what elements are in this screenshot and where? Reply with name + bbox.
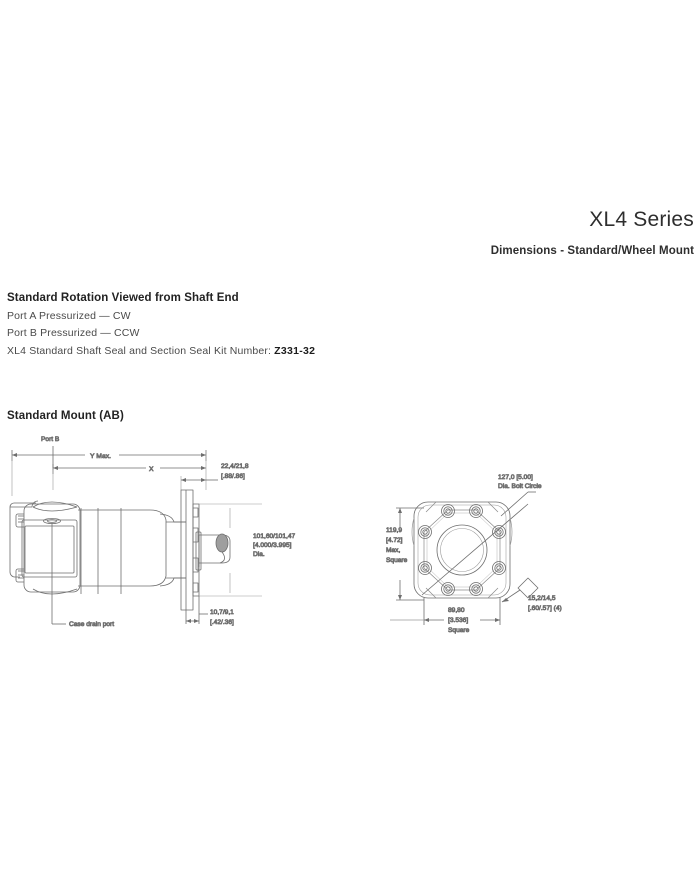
bolt-holes bbox=[418, 504, 506, 596]
flange-plate bbox=[413, 501, 511, 599]
square-inch: [3.536] bbox=[448, 617, 468, 624]
bolt-hole bbox=[492, 561, 506, 575]
bolt-hole bbox=[492, 525, 506, 539]
bolt-hole-metric: 15,2/14,5 bbox=[528, 595, 556, 602]
case-drain-label: Case drain port bbox=[69, 621, 114, 628]
square-max-note2: Square bbox=[386, 557, 408, 564]
pilot-dia-inch: [4.000/3.995] bbox=[253, 542, 292, 549]
bolt-hole bbox=[441, 504, 455, 518]
seal-kit-label: XL4 Standard Shaft Seal and Section Seal… bbox=[7, 344, 275, 357]
bolt-circle-note: Dia. Bolt Circle bbox=[498, 483, 542, 490]
dim-flange-thickness bbox=[181, 478, 218, 482]
pilot-dia-note: Dia. bbox=[253, 551, 265, 558]
rotation-line-port-a: Port A Pressurized — CW bbox=[7, 309, 131, 322]
dim-square bbox=[390, 598, 501, 625]
bolt-hole-inch: [.60/.57] (4) bbox=[528, 605, 562, 612]
x-label: X bbox=[149, 466, 154, 473]
dim-y-max bbox=[11, 449, 207, 461]
case-drain-leader bbox=[51, 523, 66, 625]
bolt-hole bbox=[418, 561, 432, 575]
bolt-hole-callout bbox=[501, 577, 539, 603]
square-max-note1: Max, bbox=[386, 547, 400, 554]
square-max-inch: [4.72] bbox=[386, 537, 403, 544]
bolt-circle-octagon bbox=[423, 509, 501, 591]
seal-kit-number: Z331-32 bbox=[274, 344, 316, 357]
central-bore bbox=[436, 524, 488, 576]
dim-square-max bbox=[396, 507, 424, 601]
pump-body-outline bbox=[9, 500, 186, 595]
rotation-line-port-b: Port B Pressurized — CCW bbox=[7, 327, 140, 339]
pilot-depth-metric: 10,7/9,1 bbox=[210, 609, 234, 616]
rotation-heading: Standard Rotation Viewed from Shaft End bbox=[7, 292, 239, 304]
mount-heading: Standard Mount (AB) bbox=[7, 410, 124, 422]
dim-pilot-depth bbox=[185, 596, 208, 624]
dim-x bbox=[52, 462, 206, 474]
bolt-hole bbox=[469, 582, 483, 596]
bolt-circle-leader bbox=[500, 491, 536, 517]
rotation-block: Standard Rotation Viewed from Shaft End … bbox=[7, 292, 315, 357]
pilot-depth-inch: [.42/.36] bbox=[210, 619, 234, 626]
pilot-dia-metric: 101,60/101,47 bbox=[253, 533, 296, 540]
y-max-label: Y Max. bbox=[90, 453, 111, 460]
bolt-hole bbox=[441, 582, 455, 596]
shaft bbox=[195, 531, 231, 571]
witness-lines bbox=[11, 450, 207, 496]
square-max-metric: 119,9 bbox=[386, 527, 402, 534]
seal-kit-line: XL4 Standard Shaft Seal and Section Seal… bbox=[7, 345, 315, 357]
side-view-drawing: Port B Y Max. X bbox=[0, 428, 330, 653]
pilot-dia-leader bbox=[199, 503, 262, 597]
square-note: Square bbox=[448, 627, 470, 634]
flange-thickness-inch: [.88/.86] bbox=[221, 473, 245, 480]
page-subtitle: Dimensions - Standard/Wheel Mount bbox=[490, 245, 694, 257]
bolt-hole bbox=[469, 504, 483, 518]
port-b-label: Port B bbox=[41, 436, 60, 443]
page-title: XL4 Series bbox=[589, 208, 694, 231]
bolt-hole bbox=[418, 525, 432, 539]
corner-ticks bbox=[411, 501, 513, 599]
square-metric: 89,80 bbox=[448, 607, 465, 614]
face-view-drawing: 119,9 [4.72] Max, Square bbox=[378, 470, 648, 650]
flange-thickness-metric: 22,4/21,8 bbox=[221, 463, 249, 470]
bolt-circle-metric: 127,0 [5.00] bbox=[498, 474, 533, 481]
